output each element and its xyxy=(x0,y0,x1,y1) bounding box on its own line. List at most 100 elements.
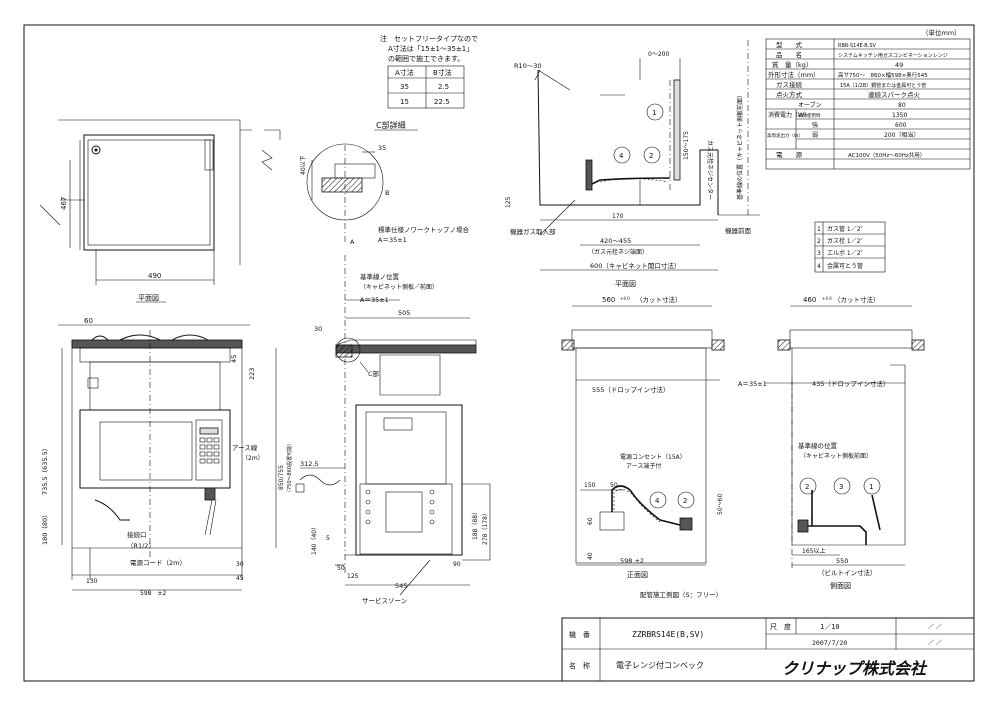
dim-90: 90 xyxy=(453,561,461,568)
spec-label: 点火方式 xyxy=(776,90,803,99)
tol-560: +4 0 xyxy=(620,296,630,301)
part-name: エルボ 1／2″ xyxy=(827,249,864,257)
dim-5060: 50〜60 xyxy=(717,494,724,515)
power-label: 消費電力（W） xyxy=(768,111,810,119)
outlet-label: 電源コンセント（15A） xyxy=(620,453,686,461)
spec-label: ガス接続 xyxy=(776,80,803,89)
dim-50: 50 xyxy=(337,565,345,572)
note-line-1: 注 セットフリータイプなので xyxy=(380,34,478,43)
note-cell: 35 xyxy=(400,83,409,91)
c-part-label: C部 xyxy=(368,369,380,378)
part-no: 4 xyxy=(817,263,821,270)
power-value: 80 xyxy=(898,102,906,109)
note-cell: 2.5 xyxy=(438,83,449,91)
callout-4: 4 xyxy=(619,152,624,160)
dim-125: 125 xyxy=(347,573,359,580)
cut-560: （カット寸法） xyxy=(636,295,682,304)
piping-section: R10〜30 0〜200 4 2 1 150〜175 ガス元栓ネジセンター 12… xyxy=(505,40,760,288)
hf-sub: 弱 xyxy=(812,132,818,139)
part-name: 金属可とう管 xyxy=(827,262,863,270)
spec-label: 外形寸法（mm） xyxy=(768,70,820,79)
spec-label: 品 名 xyxy=(776,50,802,59)
spec-label: 質 量（kg） xyxy=(772,60,812,69)
a35-label: A＝35±1 xyxy=(378,236,407,244)
dim-5: 5 xyxy=(326,535,330,542)
c-detail-label: C部詳細 xyxy=(376,120,406,130)
note-header-a: A寸法 xyxy=(395,68,414,77)
part-name: ガス栓 1／2″ xyxy=(827,237,864,245)
side-install-view: 460 +4 0 （カット寸法） A＝35±1 435（ドロップイン寸法） 基準… xyxy=(738,295,925,590)
hf-label: 高周波出力（W） xyxy=(767,132,803,139)
spec-value: 高サ750〜 860×幅598×奥行545 xyxy=(838,71,928,79)
plan-view: 490 467 平面図 xyxy=(39,119,281,303)
ref-line2-label: 基準線の位置 xyxy=(798,441,838,450)
dim-560: 560 xyxy=(602,296,615,304)
a35-label-3: A＝35±1 xyxy=(738,380,767,388)
cord-label: 電源コード（2m） xyxy=(130,558,186,567)
piping-label: 配管施工例図（S：フリー） xyxy=(640,590,722,599)
ref-line-sub: （キャビネット側板／前面） xyxy=(360,283,438,291)
title-block: 機 番 ZZRBRS14E(B,SV) 名 称 電子レンジ付コンベック 尺 度 … xyxy=(561,617,975,682)
ref-vertical-label: 基準線の位置（キャビネット側板前面） xyxy=(736,92,744,200)
gas-inlet-label: 機器ガス取入部 xyxy=(510,227,556,236)
hf-sub: 強 xyxy=(812,121,818,129)
dim-555: 555（ドロップイン寸法） xyxy=(592,385,669,394)
callout-2: 2 xyxy=(649,152,653,160)
dim-60b: 60 xyxy=(587,517,594,525)
scale-label: 尺 度 xyxy=(770,622,791,631)
dim-130: 130 xyxy=(86,578,98,585)
dim-460: 460 xyxy=(803,296,816,304)
part-no: 2 xyxy=(817,238,821,245)
blank-cell: ／ ／ xyxy=(928,640,942,647)
c-detail-view: C部詳細 35 B A 40以下 標準仕様ノワークトップノ場合 A＝35±1 xyxy=(300,120,470,246)
model-value: ZZRBRS14E(B,SV) xyxy=(632,630,704,639)
dim-30: 30 xyxy=(236,561,244,568)
spec-value: 連続スパーク点火 xyxy=(868,90,921,99)
dim-850: 850/755 xyxy=(278,465,285,490)
dim-735: 735.5（635.5） xyxy=(41,445,49,495)
dim-40: 40以下 xyxy=(300,155,307,175)
dim-467: 467 xyxy=(60,197,68,210)
dim-505: 505 xyxy=(398,309,410,317)
drawing-border xyxy=(23,24,975,682)
dim-545: 545 xyxy=(395,582,407,590)
dim-165: 165以上 xyxy=(802,547,825,555)
dim-35: 35 xyxy=(378,144,386,152)
callout-2: 2 xyxy=(683,497,687,505)
earth-terminal-label: アース端子付 xyxy=(626,462,661,470)
spec-table: （単位mm） 型 式 RBR-S14E-B,SV 品 名 システムキッチン用ガス… xyxy=(765,28,971,170)
callout-2: 2 xyxy=(805,483,809,491)
note-header-b: B寸法 xyxy=(433,68,452,77)
range-cut-label: （ガス元栓ネジ端面） xyxy=(588,248,648,256)
unit-front-label: 機器前面 xyxy=(725,226,752,235)
front-install-view: 560 +4 0 （カット寸法） 555（ドロップイン寸法） 電源コンセント（1… xyxy=(561,295,725,599)
front-view-label: 正面図 xyxy=(627,571,648,579)
dim-278: 278（178） xyxy=(482,510,489,545)
dim-45b: 45 xyxy=(236,575,244,582)
date-value: 2007/7/20 xyxy=(812,639,847,647)
callout-1: 1 xyxy=(869,483,873,491)
cab-open-label: 600（キャビネット開口寸法） xyxy=(590,261,680,270)
company-logo: クリナップ株式会社 xyxy=(782,659,928,678)
hf-value: 600 xyxy=(895,122,907,129)
unit-label: （単位mm） xyxy=(922,28,961,37)
part-no: 1 xyxy=(817,226,821,233)
plan-view-label: 平面図 xyxy=(138,294,159,302)
name-label: 名 称 xyxy=(569,661,590,670)
dim-312: 312.5 xyxy=(300,460,319,468)
dim-140: 140（40） xyxy=(311,524,318,555)
callout-4: 4 xyxy=(655,497,660,505)
dim-b: B xyxy=(385,189,389,197)
dim-170: 170 xyxy=(612,213,624,220)
dim-60: 60 xyxy=(84,317,93,325)
dim-490: 490 xyxy=(148,272,161,280)
source-value: AC100V（50Hz〜60Hz共用） xyxy=(848,151,925,159)
scale-value: 1／10 xyxy=(820,623,840,631)
vent-dots xyxy=(365,489,435,525)
dim-598: 598 ±2 xyxy=(140,590,166,597)
dim-435: 435（ドロップイン寸法） xyxy=(812,379,889,388)
spec-value: 49 xyxy=(895,61,903,69)
note-line-3: の範囲で施工できます。 xyxy=(388,54,464,63)
tol-460: +4 0 xyxy=(822,296,832,301)
